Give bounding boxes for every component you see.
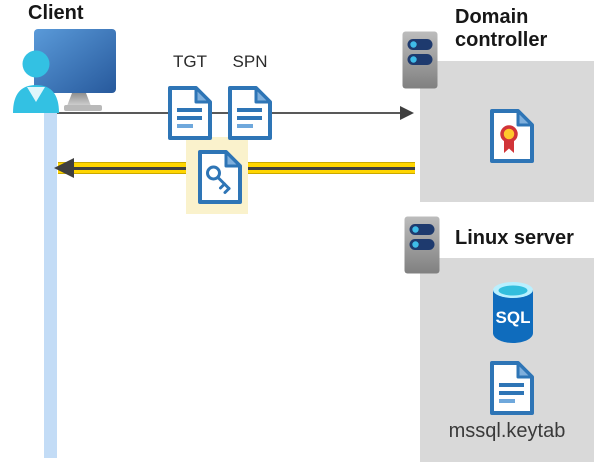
person-head <box>22 50 50 78</box>
monitor-screen <box>34 29 116 93</box>
linux-server-heading: Linux server <box>455 227 574 249</box>
spn-label: SPN <box>232 52 268 71</box>
response-arrow-head <box>54 158 74 178</box>
monitor-stand <box>67 93 91 106</box>
client-icon <box>6 27 118 120</box>
person-collar <box>27 87 45 102</box>
linux-server-icon <box>404 216 440 279</box>
certificate-icon <box>489 108 535 169</box>
domain-controller-heading: Domain controller <box>455 6 548 51</box>
tgt-label: TGT <box>173 52 207 71</box>
client-heading: Client <box>28 2 84 24</box>
sql-database-icon: SQL <box>490 280 536 349</box>
tgt-document-icon <box>167 85 213 146</box>
sql-badge-text: SQL <box>496 308 531 327</box>
request-arrow-head <box>400 106 414 120</box>
monitor-base <box>64 105 102 111</box>
key-document-icon <box>197 149 243 210</box>
domain-controller-server-icon <box>402 31 438 94</box>
client-timeline-bar <box>44 100 57 458</box>
spn-document-icon <box>227 85 273 146</box>
keytab-document-icon <box>489 360 535 421</box>
keytab-filename: mssql.keytab <box>448 420 566 442</box>
